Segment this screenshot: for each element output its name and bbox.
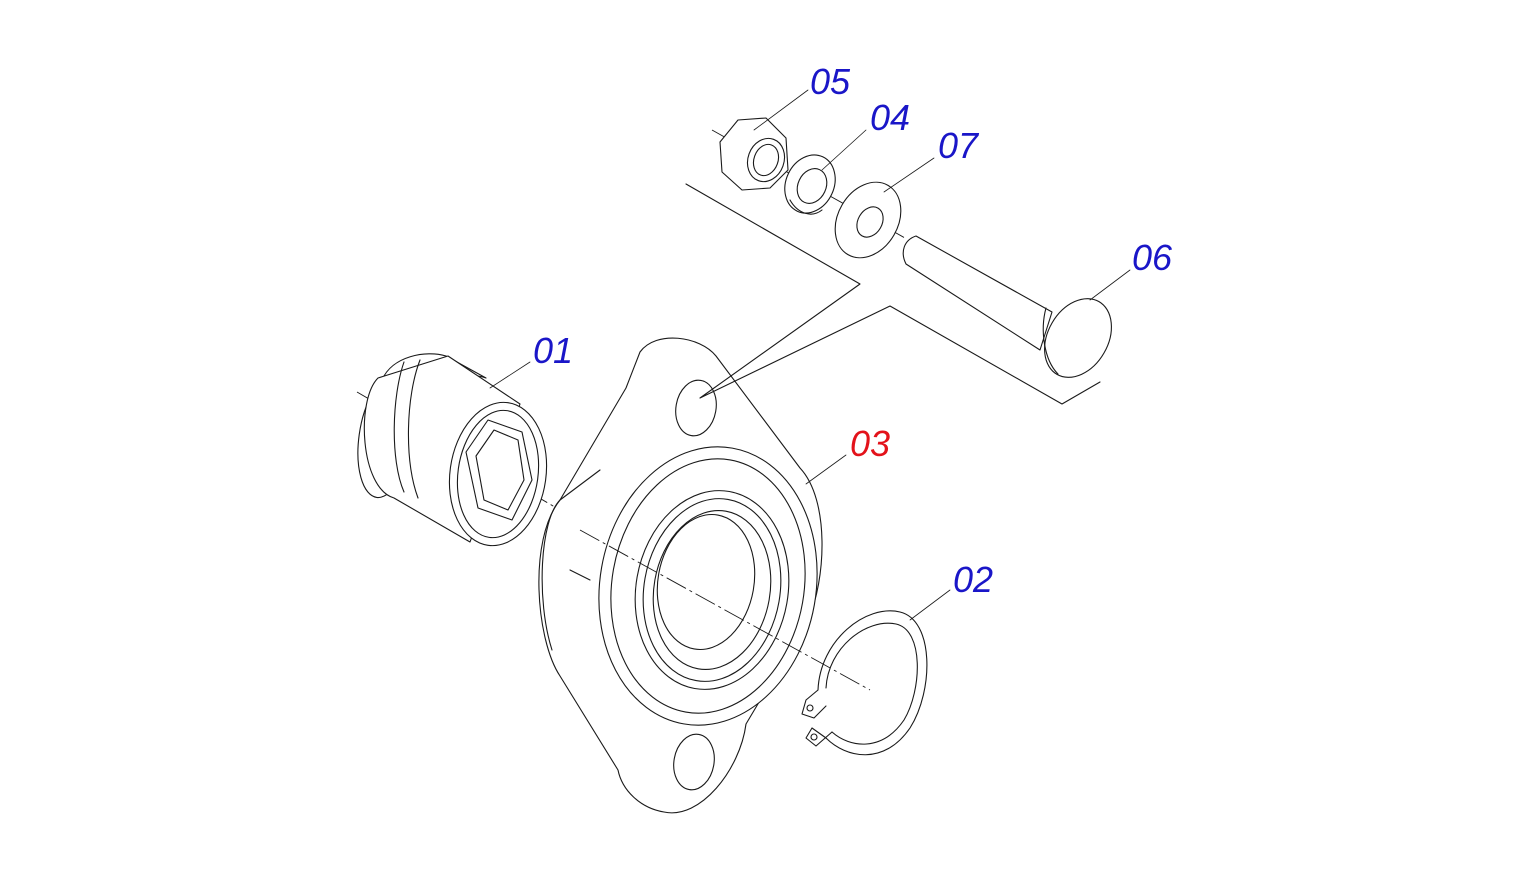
part-05-hex-nut[interactable] bbox=[719, 117, 790, 191]
callout-03[interactable]: 03 bbox=[850, 423, 891, 464]
leader-lines bbox=[489, 89, 1131, 621]
callout-05[interactable]: 05 bbox=[810, 61, 851, 102]
callout-04[interactable]: 04 bbox=[870, 97, 911, 138]
callout-07[interactable]: 07 bbox=[938, 125, 979, 166]
part-06-carriage-bolt[interactable] bbox=[902, 235, 1125, 389]
part-07-flat-washer[interactable] bbox=[822, 170, 914, 269]
part-03-flange-bearing[interactable] bbox=[538, 337, 871, 814]
part-01-bushing[interactable] bbox=[351, 353, 561, 552]
callout-06[interactable]: 06 bbox=[1132, 237, 1173, 278]
callout-01[interactable]: 01 bbox=[533, 330, 574, 371]
callout-02[interactable]: 02 bbox=[953, 559, 994, 600]
part-02-retaining-ring[interactable] bbox=[801, 610, 928, 756]
